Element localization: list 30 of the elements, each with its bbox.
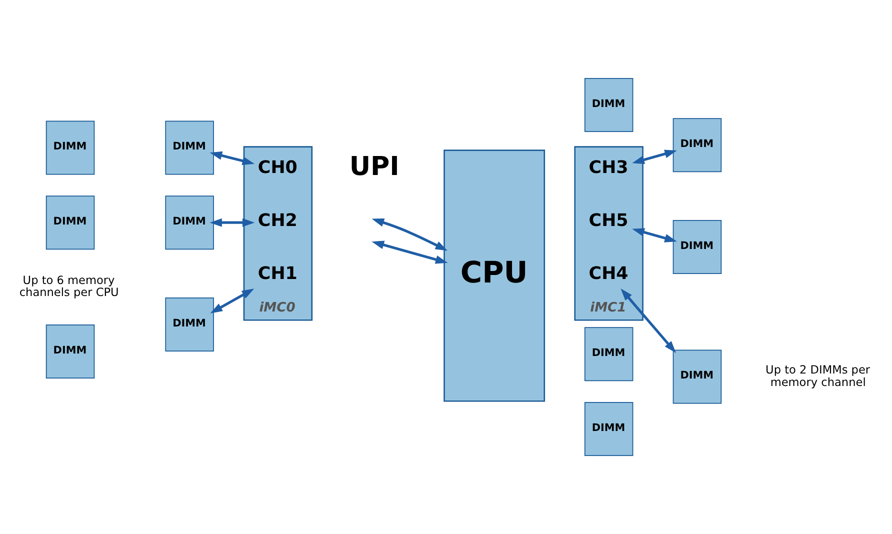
arrow [620, 288, 676, 354]
label: Up to 2 DIMMs per memory channel [766, 364, 870, 389]
arrow [372, 240, 448, 264]
node-text: CH4 [588, 264, 628, 284]
node-text: CH5 [588, 211, 628, 232]
arrow [372, 218, 448, 251]
node-box: DIMM [672, 220, 722, 274]
node-box: DIMM [165, 297, 214, 352]
node-box: DIMM [46, 196, 95, 250]
node-box: CPU [444, 150, 546, 402]
label: UPI [349, 152, 400, 182]
node-box: DIMM [584, 402, 634, 456]
node-text: CH1 [258, 264, 298, 284]
arrow [210, 288, 254, 314]
node-box: DIMM [584, 78, 634, 132]
label: Up to 6 memory channels per CPU [19, 274, 119, 300]
arrow [210, 218, 255, 227]
arrow [632, 228, 677, 242]
node-box: DIMM [46, 120, 95, 175]
arrow [632, 150, 677, 164]
node-box: DIMM [584, 327, 634, 382]
node-box: DIMM [672, 350, 722, 404]
node-text: CH2 [258, 211, 298, 232]
node-box: DIMM [165, 120, 214, 175]
node-text: CH0 [258, 158, 298, 178]
node-box: DIMM [672, 118, 722, 172]
node-text: CH3 [588, 158, 628, 178]
arrow [210, 151, 255, 165]
node-box: DIMM [46, 324, 95, 378]
node-box: DIMM [165, 196, 214, 250]
